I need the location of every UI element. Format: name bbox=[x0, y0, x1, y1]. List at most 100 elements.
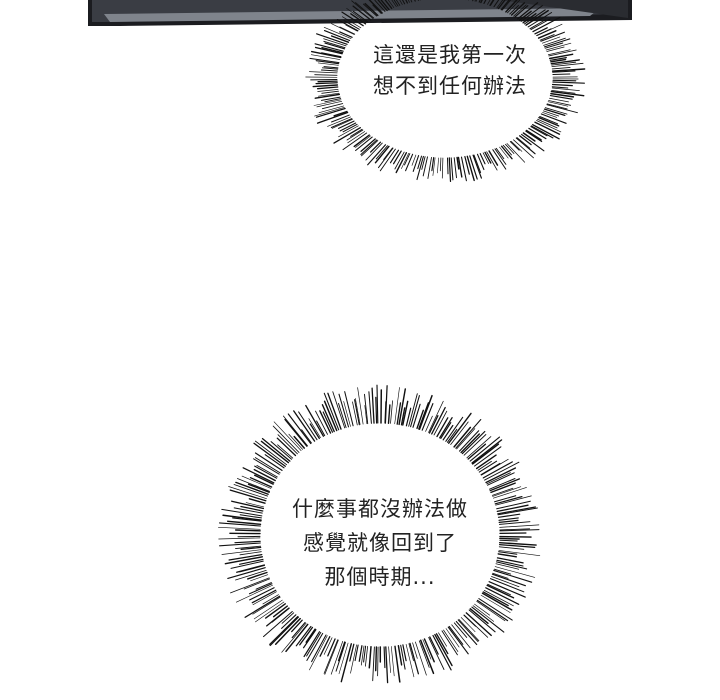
burst-line bbox=[475, 454, 497, 470]
burst-line bbox=[401, 0, 406, 5]
burst-line bbox=[490, 0, 495, 6]
burst-line bbox=[379, 148, 396, 172]
burst-line bbox=[514, 5, 529, 18]
burst-line bbox=[498, 546, 525, 550]
burst-line bbox=[491, 487, 514, 496]
burst-line bbox=[393, 0, 399, 7]
burst-line bbox=[480, 594, 511, 613]
burst-line bbox=[476, 599, 509, 622]
burst-line bbox=[351, 0, 374, 19]
burst-line bbox=[509, 4, 519, 15]
burst-line bbox=[405, 407, 412, 427]
burst-line bbox=[499, 529, 540, 532]
burst-line bbox=[387, 0, 395, 8]
burst-line bbox=[314, 43, 344, 52]
burst-line bbox=[247, 483, 270, 493]
burst-line bbox=[429, 636, 439, 655]
burst-line bbox=[546, 104, 578, 114]
burst-line bbox=[522, 132, 536, 142]
burst-line bbox=[323, 38, 347, 47]
burst-line bbox=[378, 147, 394, 169]
burst-line bbox=[350, 644, 357, 674]
burst-line bbox=[507, 0, 521, 14]
burst-line bbox=[499, 524, 540, 528]
burst-line bbox=[344, 391, 354, 427]
burst-line bbox=[363, 645, 367, 663]
burst-line bbox=[536, 120, 562, 133]
burst-line bbox=[338, 402, 347, 429]
burst-line bbox=[354, 644, 359, 662]
burst-line bbox=[458, 430, 480, 452]
burst-line bbox=[330, 35, 350, 43]
burst-line bbox=[235, 584, 274, 603]
burst-line bbox=[230, 577, 270, 594]
burst-line bbox=[492, 572, 509, 579]
burst-line bbox=[410, 0, 413, 3]
burst-line bbox=[499, 539, 518, 542]
burst-line bbox=[495, 495, 532, 506]
burst-line bbox=[416, 409, 424, 430]
burst-line bbox=[253, 474, 274, 485]
burst-line bbox=[341, 11, 364, 27]
burst-line bbox=[517, 2, 539, 20]
burst-line bbox=[544, 42, 564, 49]
burst-line bbox=[528, 127, 547, 140]
burst-line bbox=[265, 603, 286, 619]
bubble-bottom-line-1: 什麼事都沒辦法做 bbox=[292, 497, 468, 521]
burst-line bbox=[525, 130, 543, 143]
burst-line bbox=[434, 633, 453, 667]
burst-line bbox=[241, 475, 272, 489]
burst-line bbox=[363, 3, 378, 17]
burst-line bbox=[349, 643, 355, 662]
burst-line bbox=[551, 68, 586, 72]
burst-line bbox=[543, 37, 566, 46]
burst-line bbox=[425, 415, 433, 432]
burst-line bbox=[493, 569, 533, 583]
burst-line bbox=[331, 23, 355, 35]
burst-line bbox=[455, 418, 482, 449]
burst-line bbox=[395, 0, 401, 6]
burst-line bbox=[534, 121, 561, 135]
bubble-text-top: 這還是我第一次 想不到任何辦法 bbox=[320, 40, 580, 102]
burst-line bbox=[316, 420, 326, 437]
burst-line bbox=[551, 83, 573, 87]
burst-line bbox=[488, 581, 526, 598]
burst-line bbox=[395, 152, 408, 174]
burst-line bbox=[254, 452, 283, 471]
bubble-text-bottom: 什麼事都沒辦法做 感覺就像回到了 那個時期... bbox=[235, 492, 525, 594]
burst-line bbox=[491, 576, 520, 588]
burst-line bbox=[498, 551, 518, 555]
burst-line bbox=[520, 5, 543, 22]
burst-line bbox=[516, 137, 531, 149]
burst-line bbox=[221, 508, 263, 517]
burst-line bbox=[285, 623, 309, 653]
burst-line bbox=[506, 143, 526, 163]
burst-line bbox=[441, 157, 444, 179]
burst-line bbox=[372, 4, 382, 14]
burst-line bbox=[490, 578, 525, 593]
burst-line bbox=[239, 551, 262, 556]
burst-line bbox=[243, 578, 270, 590]
burst-line bbox=[360, 139, 378, 156]
burst-line bbox=[542, 110, 560, 117]
burst-line bbox=[505, 0, 518, 13]
burst-line bbox=[546, 103, 568, 110]
burst-line bbox=[390, 646, 395, 677]
burst-line bbox=[492, 149, 507, 170]
burst-line bbox=[315, 82, 338, 85]
burst-line bbox=[319, 636, 331, 657]
burst-line bbox=[489, 478, 516, 490]
burst-line bbox=[497, 506, 536, 515]
burst-line bbox=[513, 139, 534, 159]
burst-line bbox=[415, 641, 427, 676]
burst-line bbox=[456, 428, 476, 450]
burst-line bbox=[551, 62, 584, 67]
burst-line bbox=[310, 50, 342, 59]
burst-line bbox=[408, 643, 414, 662]
burst-line bbox=[320, 96, 341, 101]
burst-line bbox=[312, 84, 339, 88]
burst-line bbox=[466, 155, 475, 182]
burst-line bbox=[468, 609, 496, 633]
burst-line bbox=[306, 632, 324, 661]
burst-line bbox=[548, 100, 572, 106]
